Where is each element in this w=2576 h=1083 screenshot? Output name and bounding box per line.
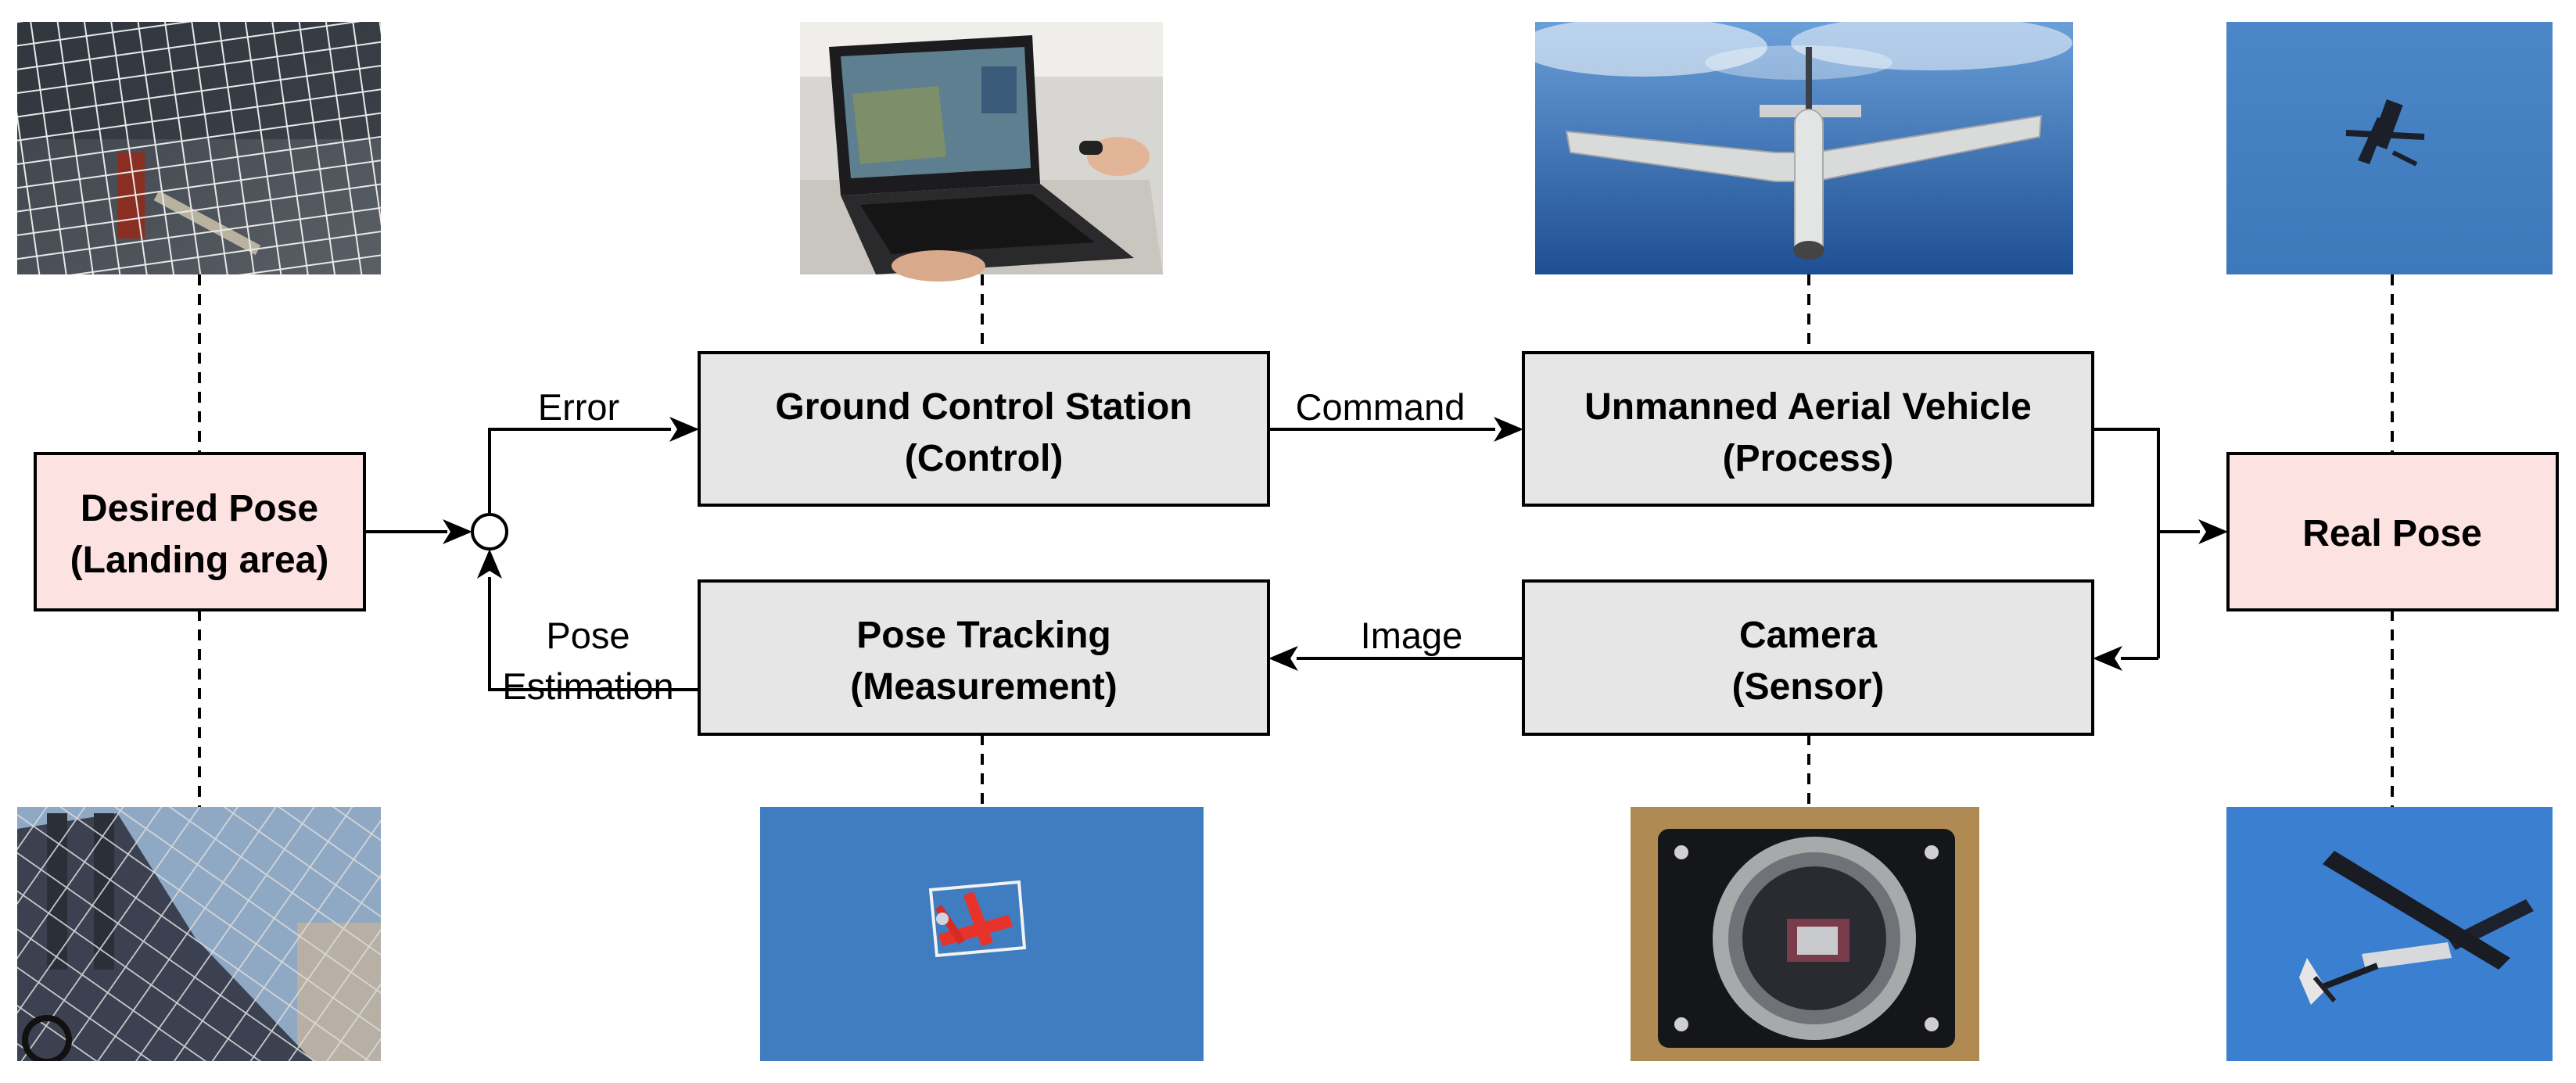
pose-tracking-subtitle: (Measurement) <box>850 666 1117 708</box>
landing-net-photo <box>17 22 381 274</box>
simulated-uav-render <box>1517 16 2073 274</box>
camera-title: Camera <box>1739 615 1877 656</box>
ground-control-station-box: Ground Control Station (Control) <box>698 351 1270 507</box>
camera-sensor-photo <box>1631 807 1979 1061</box>
camera-subtitle: (Sensor) <box>1732 666 1885 708</box>
image-label: Image <box>1361 615 1463 656</box>
arrowhead <box>1494 417 1523 442</box>
uav-in-flight-photo <box>2226 22 2553 274</box>
desired-pose-title: Desired Pose <box>81 488 318 529</box>
desired-pose-box: Desired Pose (Landing area) <box>34 452 366 611</box>
ground-control-subtitle: (Control) <box>905 438 1064 479</box>
ship-net-photo <box>17 807 381 1061</box>
arrow-uav-output <box>2093 428 2160 658</box>
uav-subtitle: (Process) <box>1723 438 1894 479</box>
error-label: Error <box>538 386 619 428</box>
pose-tracking-box: Pose Tracking (Measurement) <box>698 579 1270 736</box>
pose-tracking-overlay-photo <box>760 807 1204 1061</box>
arrow-error <box>488 428 671 515</box>
uav-closeup-photo <box>2226 807 2553 1061</box>
arrow-pose-estimation <box>488 577 699 691</box>
uav-title: Unmanned Aerial Vehicle <box>1584 386 2032 428</box>
desired-pose-subtitle: (Landing area) <box>70 540 329 581</box>
arrowhead <box>477 549 502 579</box>
arrowhead <box>443 519 472 544</box>
pose-tracking-title: Pose Tracking <box>856 615 1110 656</box>
camera-box: Camera (Sensor) <box>1522 579 2094 736</box>
real-pose-title: Real Pose <box>2302 513 2481 554</box>
uav-box: Unmanned Aerial Vehicle (Process) <box>1522 351 2094 507</box>
pose-estimation-label-line1: Pose <box>546 615 630 656</box>
arrowhead <box>1268 646 1298 671</box>
arrowhead <box>2093 646 2122 671</box>
pose-estimation-label-line2: Estimation <box>502 665 673 707</box>
ground-control-title: Ground Control Station <box>775 386 1192 428</box>
arrowhead <box>669 417 699 442</box>
command-label: Command <box>1296 386 1466 428</box>
laptop-ground-station-photo <box>800 22 1163 282</box>
arrowhead <box>2198 519 2228 544</box>
real-pose-box: Real Pose <box>2226 452 2559 611</box>
summing-junction <box>471 513 508 550</box>
